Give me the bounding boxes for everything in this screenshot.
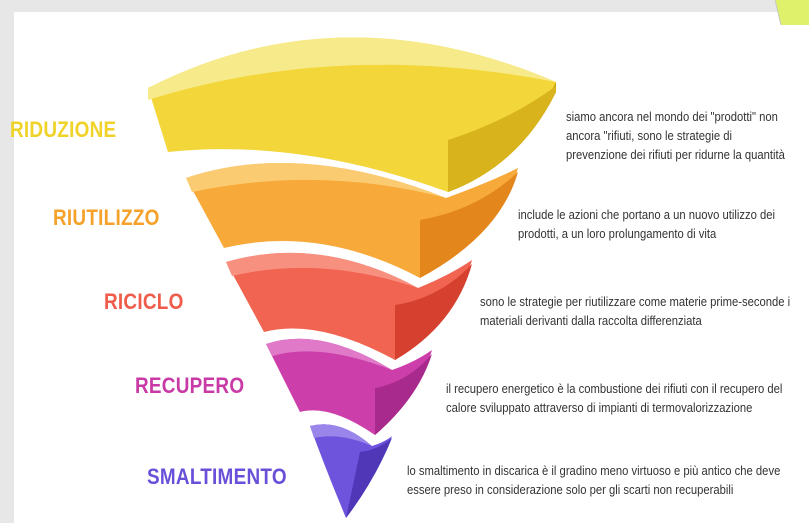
description-riciclo: sono le strategie per riutilizzare come … — [480, 295, 791, 328]
label-riciclo: RICICLO — [104, 289, 184, 314]
description-smaltimento: lo smaltimento in discarica è il gradino… — [407, 464, 781, 497]
label-riutilizzo: RIUTILIZZO — [53, 205, 160, 230]
band-riciclo — [226, 252, 472, 360]
label-recupero: RECUPERO — [135, 373, 245, 398]
description-riduzione: siamo ancora nel mondo dei "prodotti" no… — [566, 110, 785, 162]
band-riduzione — [148, 37, 556, 192]
label-smaltimento: SMALTIMENTO — [147, 464, 287, 489]
band-riutilizzo — [186, 162, 518, 278]
description-riutilizzo: include le azioni che portano a un nuovo… — [518, 208, 776, 241]
band-recupero — [266, 338, 432, 435]
corner-accent — [775, 0, 809, 25]
band-smaltimento — [310, 424, 392, 518]
description-recupero: il recupero energetico è la combustione … — [446, 382, 783, 415]
label-riduzione: RIDUZIONE — [10, 117, 117, 142]
